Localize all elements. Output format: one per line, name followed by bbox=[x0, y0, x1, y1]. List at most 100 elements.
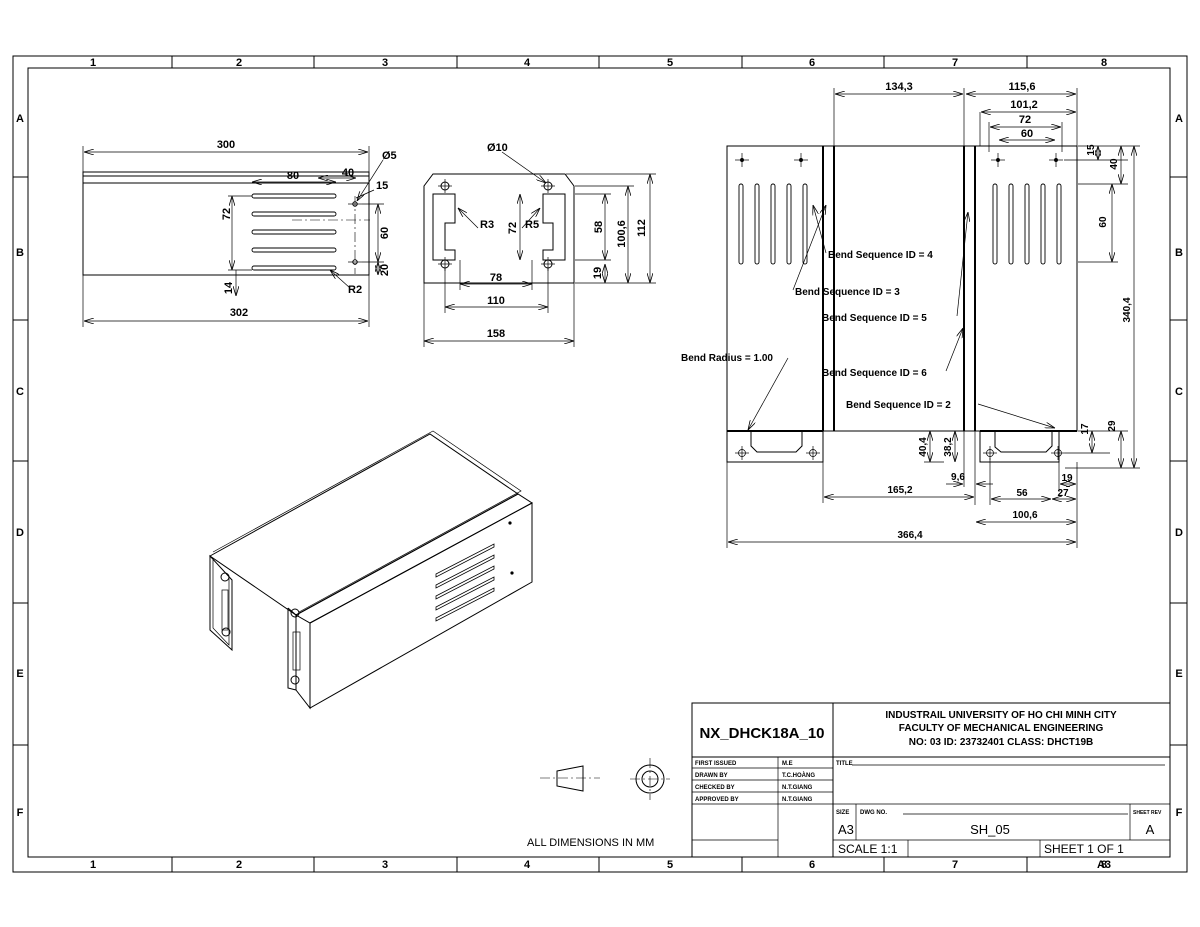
title-label: TITLE bbox=[836, 761, 853, 767]
bend-note: Bend Sequence ID = 4 bbox=[828, 250, 933, 261]
revision: A bbox=[1146, 822, 1155, 837]
zone-col-label: 5 bbox=[667, 859, 673, 871]
vent-slot bbox=[251, 247, 337, 253]
zone-row-label: E bbox=[1175, 668, 1182, 680]
flat-pattern-view: 134,3 115,6 101,2 72 60 15 40 60 340,4 1… bbox=[681, 81, 1140, 548]
dim-text: 19 bbox=[1061, 473, 1073, 484]
dim-text: 366,4 bbox=[897, 530, 922, 541]
sheet-count: SHEET 1 OF 1 bbox=[1044, 842, 1124, 856]
dim-text: 38,2 bbox=[943, 437, 954, 457]
vent-slot bbox=[802, 183, 808, 265]
sheet-size: A3 bbox=[838, 822, 854, 837]
zone-row-label: B bbox=[1175, 247, 1183, 259]
zone-col-label: 5 bbox=[667, 57, 673, 69]
zone-col-label: 7 bbox=[952, 57, 958, 69]
front-view: 300 80 40 15 Ø5 72 60 20 14 R2 302 bbox=[82, 139, 397, 327]
zone-row-label: B bbox=[16, 247, 24, 259]
zone-col-label: 2 bbox=[236, 859, 242, 871]
zone-col-label: 7 bbox=[952, 859, 958, 871]
dim-text: 100,6 bbox=[1012, 510, 1037, 521]
dim-text: 17 bbox=[1080, 423, 1091, 435]
dim-text: 60 bbox=[379, 227, 391, 239]
zone-col-label: 3 bbox=[382, 57, 388, 69]
dim-text: 9,6 bbox=[951, 472, 965, 483]
side-view: Ø10 R3 R5 72 58 100,6 112 19 78 bbox=[423, 142, 656, 347]
vent-slot bbox=[786, 183, 792, 265]
dim-text: 134,3 bbox=[885, 81, 913, 93]
sheet-rev-label: SHEET REV bbox=[1133, 810, 1162, 816]
vent-slot bbox=[1040, 183, 1046, 265]
dim-text: 72 bbox=[221, 208, 233, 220]
dim-text: R3 bbox=[480, 219, 494, 231]
zone-col-label: 1 bbox=[90, 57, 96, 69]
dim-text: 72 bbox=[1019, 114, 1031, 126]
approved-by-label: APPROVED BY bbox=[695, 797, 739, 803]
dim-text: 80 bbox=[287, 170, 299, 182]
dim-text: Ø5 bbox=[382, 150, 397, 162]
zone-col-label: 1 bbox=[90, 859, 96, 871]
zone-col-label: 4 bbox=[524, 859, 531, 871]
dim-text: 112 bbox=[636, 219, 648, 237]
zone-row-labels: A B C D E F A B C D E F bbox=[16, 113, 1183, 819]
bend-note: Bend Sequence ID = 6 bbox=[822, 368, 927, 379]
dim-text: 56 bbox=[1016, 488, 1028, 499]
zone-col-label: 4 bbox=[524, 57, 531, 69]
zone-col-label: 6 bbox=[809, 859, 815, 871]
vent-slot bbox=[435, 565, 495, 600]
vent-slot bbox=[435, 587, 495, 622]
dim-text: 20 bbox=[379, 264, 391, 276]
sheet-size-bottom: A3 bbox=[1097, 859, 1111, 871]
vent-slot bbox=[435, 554, 495, 589]
vent-slot bbox=[1056, 183, 1062, 265]
checked-by-value: N.T.GIANG bbox=[782, 785, 813, 791]
vent-slot bbox=[251, 211, 337, 217]
bend-note: Bend Radius = 1.00 bbox=[681, 353, 773, 364]
dim-text: 110 bbox=[487, 295, 505, 307]
zone-col-label: 6 bbox=[809, 57, 815, 69]
dim-text: R5 bbox=[525, 219, 539, 231]
dim-text: 15 bbox=[1086, 144, 1097, 156]
dim-text: 19 bbox=[592, 267, 604, 279]
issued-value: M.E bbox=[782, 761, 793, 767]
dim-text: 60 bbox=[1021, 128, 1033, 140]
zone-row-label: D bbox=[16, 527, 24, 539]
zone-row-label: F bbox=[17, 807, 24, 819]
vent-slot bbox=[754, 183, 760, 265]
dim-text: 100,6 bbox=[616, 220, 628, 248]
zone-column-labels: 1 2 3 4 5 6 7 8 1 2 3 4 5 6 7 8 bbox=[90, 57, 1107, 871]
zone-row-label: F bbox=[1176, 807, 1183, 819]
vent-slot bbox=[435, 576, 495, 611]
vent-slot bbox=[770, 183, 776, 265]
dim-text: 158 bbox=[487, 328, 505, 340]
title-block: NX_DHCK18A_10 INDUSTRAIL UNIVERSITY OF H… bbox=[691, 702, 1171, 871]
dwg-no-label: DWG NO. bbox=[860, 810, 887, 816]
bend-note: Bend Sequence ID = 3 bbox=[795, 287, 900, 298]
zone-row-label: C bbox=[16, 386, 24, 398]
dim-text: 300 bbox=[217, 139, 235, 151]
isometric-view bbox=[209, 430, 533, 710]
vent-slot bbox=[992, 183, 998, 265]
zone-col-label: 2 bbox=[236, 57, 242, 69]
dim-text: 165,2 bbox=[887, 485, 912, 496]
dim-text: 40 bbox=[1109, 158, 1120, 170]
zone-col-label: 3 bbox=[382, 859, 388, 871]
dim-text: 115,6 bbox=[1009, 81, 1036, 93]
dim-text: R2 bbox=[348, 284, 362, 296]
scale: SCALE 1:1 bbox=[838, 842, 898, 856]
dim-text: 101,2 bbox=[1010, 99, 1038, 111]
vent-slot bbox=[251, 229, 337, 235]
faculty-name: FACULTY OF MECHANICAL ENGINEERING bbox=[899, 723, 1104, 734]
dim-text: 58 bbox=[593, 221, 605, 233]
zone-col-label: 8 bbox=[1101, 859, 1107, 871]
dim-text: 40 bbox=[342, 167, 354, 179]
zone-row-label: A bbox=[1175, 113, 1183, 125]
drawn-by-label: DRAWN BY bbox=[695, 773, 728, 779]
approved-by-value: N.T.GIANG bbox=[782, 797, 813, 803]
zone-row-label: E bbox=[16, 668, 23, 680]
units-note: ALL DIMENSIONS IN MM bbox=[527, 837, 654, 849]
university-name: INDUSTRAIL UNIVERSITY OF HO CHI MINH CIT… bbox=[885, 710, 1117, 721]
zone-row-label: C bbox=[1175, 386, 1183, 398]
issued-label: FIRST ISSUED bbox=[695, 761, 737, 767]
zone-row-label: D bbox=[1175, 527, 1183, 539]
